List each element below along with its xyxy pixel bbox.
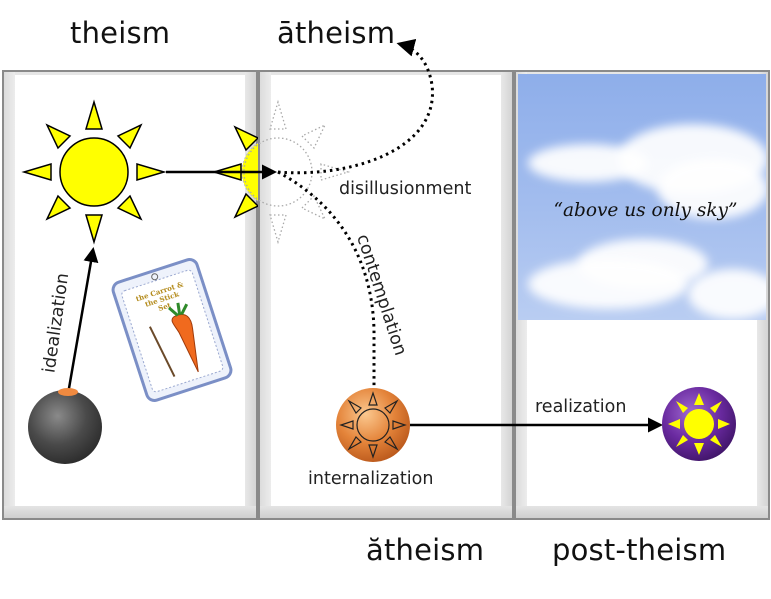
carrot-stick-card-icon: the Carrot & the Stick Set	[111, 258, 233, 402]
sky-image: “above us only sky”	[518, 74, 766, 320]
dark-sphere-icon	[28, 388, 102, 464]
label-internalization: internalization	[308, 469, 434, 489]
heading-atheism-breve: ătheism	[366, 533, 485, 567]
panel-bevel	[260, 506, 512, 518]
contemplation-arrow	[277, 170, 383, 426]
heading-atheism-macron: ātheism	[277, 16, 396, 50]
cloud	[528, 144, 648, 182]
svg-text:Set: Set	[157, 300, 173, 313]
sun-icon	[21, 99, 167, 245]
panel-bevel	[516, 72, 768, 75]
panel-bevel	[4, 72, 256, 75]
panel-bevel	[516, 506, 768, 518]
panel-bevel	[260, 72, 512, 75]
panel-bevel	[4, 72, 15, 518]
panel-atheism	[258, 70, 514, 520]
heading-post-theism: post-theism	[552, 533, 727, 567]
label-realization: realization	[535, 397, 627, 417]
panel-bevel	[245, 72, 256, 518]
panel-bevel	[4, 506, 256, 518]
panel-bevel	[260, 72, 271, 518]
cloud	[528, 259, 688, 309]
cloud	[658, 159, 766, 219]
quote-text: “above us only sky”	[553, 200, 738, 221]
label-disillusionment: disillusionment	[339, 179, 472, 199]
heading-theism: theism	[70, 16, 171, 50]
purple-sun-orb-icon	[662, 387, 736, 461]
idealization-arrow	[66, 247, 99, 395]
orange-sun-orb-icon	[336, 388, 410, 462]
panel-bevel	[501, 72, 512, 518]
cloud	[688, 269, 766, 319]
disillusionment-arrow	[277, 39, 434, 175]
